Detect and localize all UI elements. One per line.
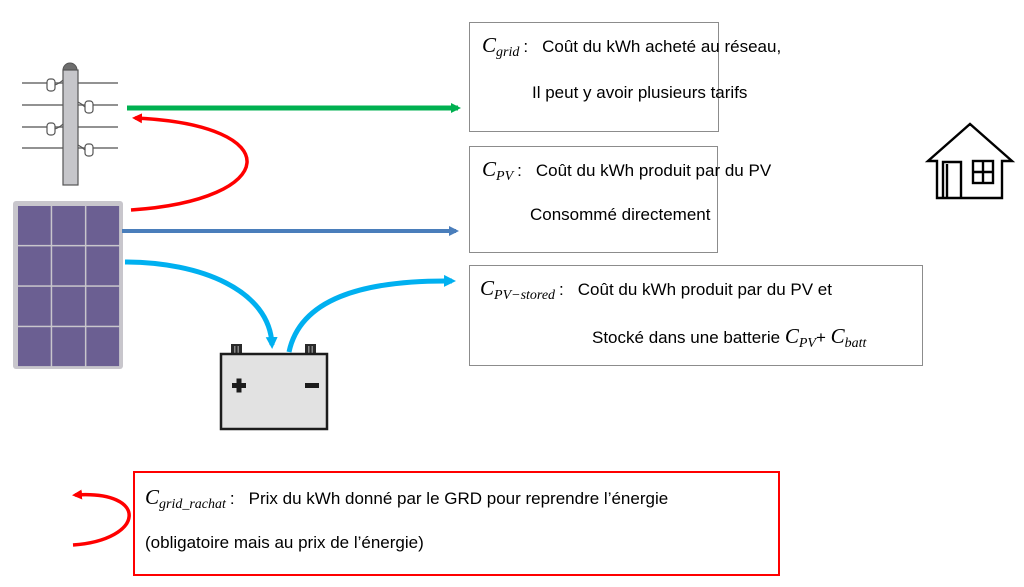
pv-cost-line2: Consommé directement	[530, 205, 711, 224]
solar-cell	[86, 286, 120, 326]
grid-rachat-box: Cgrid_rachat:Prix du kWh donné par le GR…	[133, 471, 780, 576]
rachat-legend-arrow	[72, 489, 131, 547]
solar-cell	[86, 206, 120, 245]
grid-cost-symbol: Cgrid	[482, 33, 520, 61]
pv-stored-cost-line2: Stocké dans une batterie CPV+ Cbatt	[592, 324, 867, 352]
battery-plus-icon	[232, 378, 246, 393]
solar-cell	[52, 327, 85, 367]
pv-cost-symbol: CPV	[482, 157, 514, 185]
solar-cell	[18, 246, 51, 286]
solar-cell	[18, 206, 51, 245]
grid-rachat-line2: (obligatoire mais au prix de l’énergie)	[145, 533, 424, 552]
battery-to-house-arrow	[286, 274, 456, 353]
grid-cost-box: Cgrid:Coût du kWh acheté au réseau, Il p…	[469, 22, 781, 132]
grid-cost-line2: Il peut y avoir plusieurs tarifs	[532, 83, 748, 102]
grid-rachat-symbol: Cgrid_rachat	[145, 485, 226, 513]
solar-cell	[18, 286, 51, 326]
grid-rachat-title: Cgrid_rachat:Prix du kWh donné par le GR…	[145, 485, 669, 513]
grid-cost-line1: Coût du kWh acheté au réseau,	[542, 37, 782, 56]
formula-term-cpv: CPV	[784, 324, 816, 352]
pv-to-battery-arrow	[124, 259, 278, 349]
pv-to-grid-arrow	[130, 113, 249, 212]
solar-cell	[18, 327, 51, 367]
pv-stored-cost-line1: Coût du kWh produit par du PV et	[577, 280, 832, 299]
solar-cell	[86, 327, 120, 367]
solar-cell	[52, 286, 85, 326]
pv-cost-box: CPV:Coût du kWh produit par du PV Consom…	[469, 146, 771, 253]
grid-rachat-line1: Prix du kWh donné par le GRD pour repren…	[248, 489, 669, 508]
pv-stored-cost-box: CPV−stored:Coût du kWh produit par du PV…	[469, 265, 923, 366]
pv-cost-title: CPV:Coût du kWh produit par du PV	[482, 157, 772, 185]
solar-cell	[52, 246, 85, 286]
formula-operator: +	[815, 328, 826, 347]
house-icon	[924, 122, 1016, 200]
pv-cost-line1: Coût du kWh produit par du PV	[535, 161, 772, 180]
battery-minus-icon	[305, 383, 319, 388]
grid-cost-title: Cgrid:Coût du kWh acheté au réseau,	[482, 33, 782, 61]
battery-icon	[219, 344, 329, 431]
solar-panel-icon	[13, 201, 123, 369]
formula-term-cbatt: Cbatt	[830, 324, 867, 352]
pv-stored-cost-symbol: CPV−stored	[480, 276, 556, 304]
utility-pole-icon	[22, 62, 118, 186]
pv-stored-cost-title: CPV−stored:Coût du kWh produit par du PV…	[480, 276, 832, 304]
solar-cell	[86, 246, 120, 286]
solar-cell	[52, 206, 85, 245]
